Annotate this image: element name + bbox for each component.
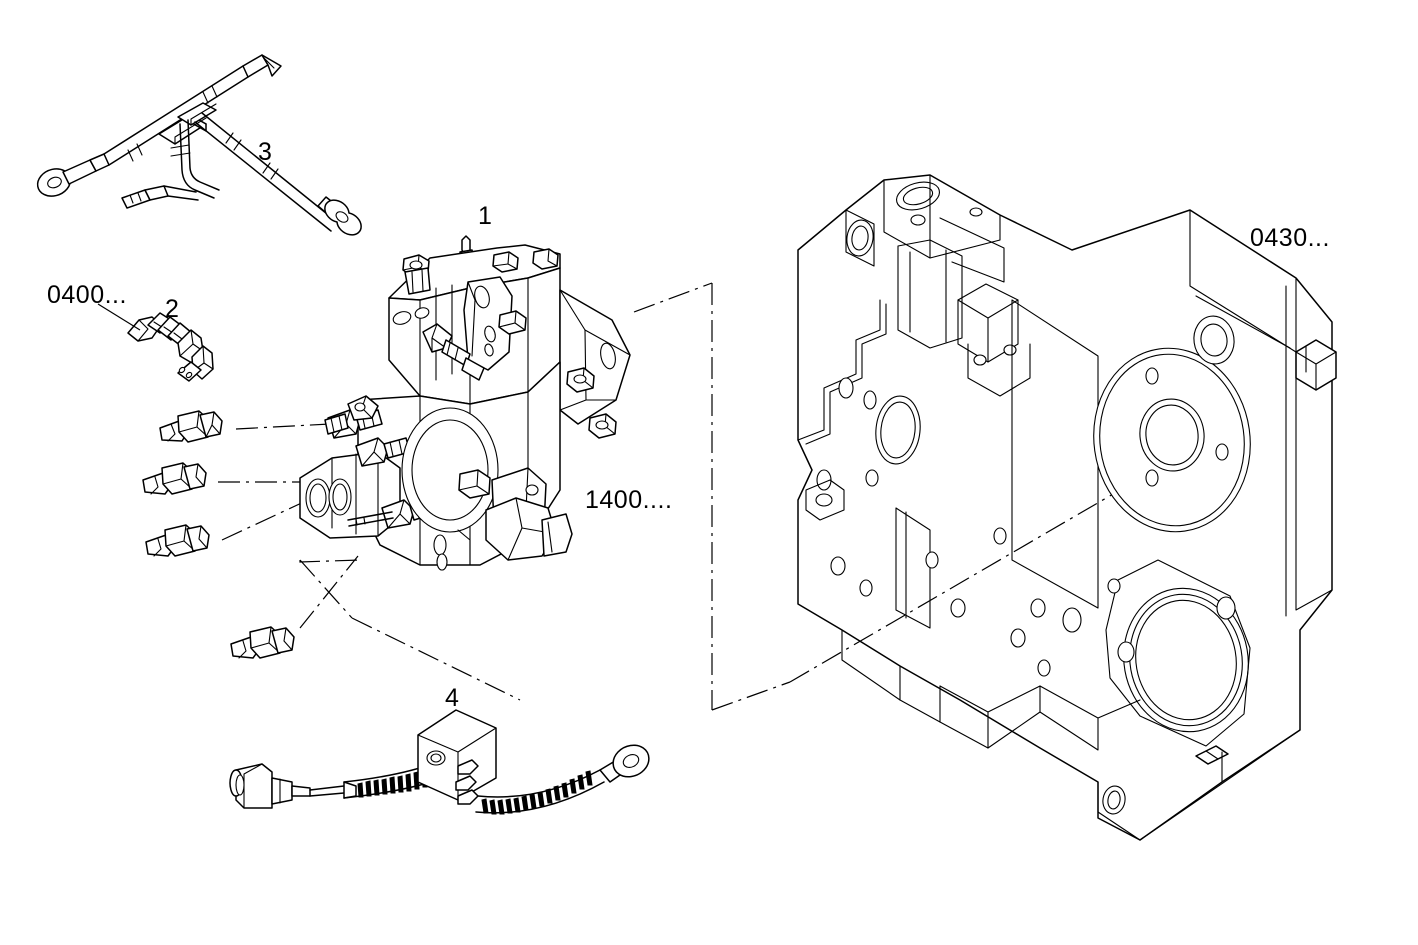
part-temperature-sensor [127, 312, 214, 382]
part-timing-gear-housing [797, 174, 1337, 841]
part-fuel-injection-pump [299, 235, 631, 571]
harness-ring-terminal-left [36, 153, 110, 197]
part-banjo-fitting-4 [230, 626, 295, 659]
harness-spade-terminal [121, 185, 169, 209]
part-solenoid-cable-assembly [229, 709, 650, 815]
group-ref-0400: 0400... [47, 281, 127, 309]
callout-4: 4 [445, 684, 459, 712]
part-banjo-fitting-2 [142, 462, 207, 495]
part-wiring-harness [36, 54, 362, 236]
assembly-reference-plane [299, 282, 1121, 711]
assembly-line-fitting-1 [235, 423, 331, 430]
callout-2: 2 [165, 295, 179, 323]
part-banjo-fitting-3 [145, 524, 210, 557]
leader-0400 [97, 303, 141, 331]
harness-ring-terminal-right [317, 196, 362, 236]
callout-1: 1 [478, 202, 492, 230]
harness-flat-terminal-top [242, 54, 282, 78]
callout-3: 3 [258, 138, 272, 166]
group-ref-1400: 1400.... [585, 486, 673, 514]
group-ref-0430: 0430... [1250, 224, 1330, 252]
assembly-line-fitting-3 [221, 499, 309, 541]
part-banjo-fitting-1 [159, 410, 223, 443]
